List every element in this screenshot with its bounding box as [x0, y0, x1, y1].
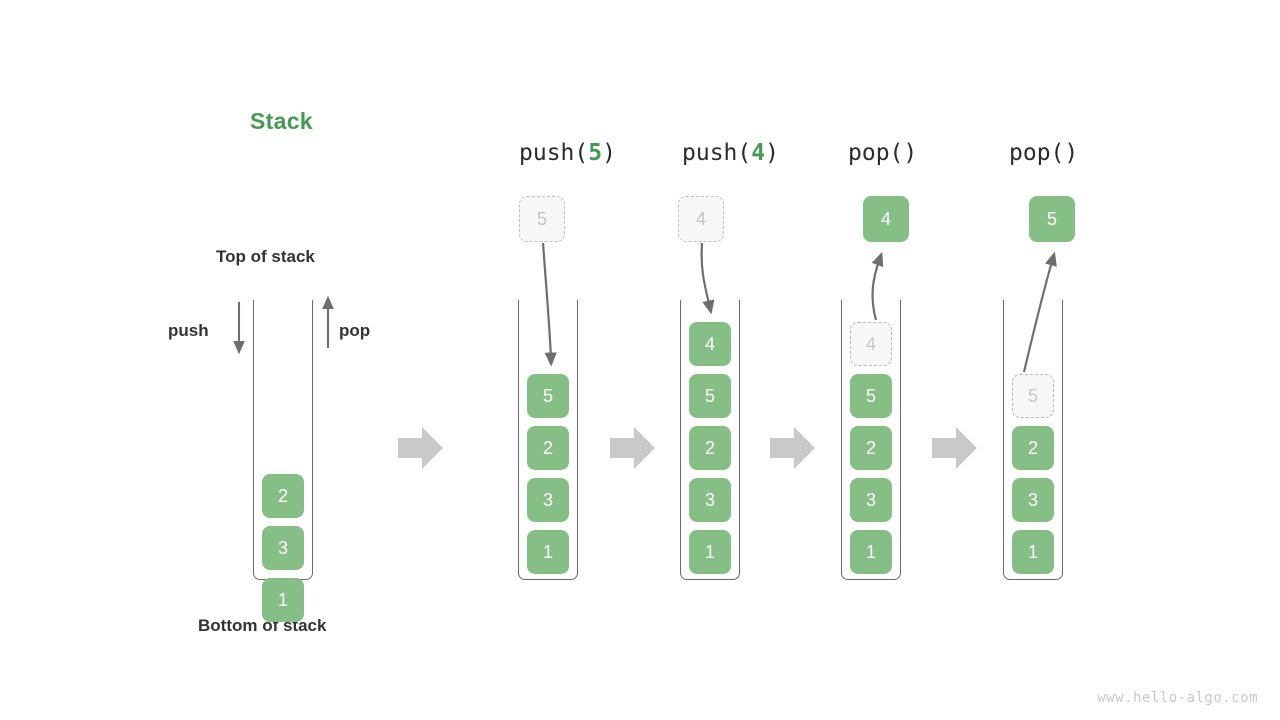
op-name: push( — [682, 140, 752, 166]
op-title-pop-2: pop() — [1009, 140, 1078, 166]
watermark: www.hello-algo.com — [1097, 690, 1258, 706]
op-title-pop-1: pop() — [848, 140, 917, 166]
transition-arrow — [932, 427, 977, 469]
stack-cell: 2 — [262, 474, 304, 518]
op-title-push-4: push(4) — [682, 140, 779, 166]
stack-cell: 1 — [689, 530, 731, 574]
op-title-push-5: push(5) — [519, 140, 616, 166]
floating-value-box: 5 — [1029, 196, 1075, 242]
transition-arrow — [398, 427, 443, 469]
stack-cell: 1 — [1012, 530, 1054, 574]
bottom-of-stack-label: Bottom of stack — [198, 616, 327, 635]
stack-cell: 3 — [850, 478, 892, 522]
push-4-motion-arrow — [700, 242, 715, 315]
stack-cell: 5 — [689, 374, 731, 418]
stack-cell: 5 — [527, 374, 569, 418]
floating-value-box: 4 — [678, 196, 724, 242]
transition-arrow — [770, 427, 815, 469]
stack-cell: 1 — [850, 530, 892, 574]
stack-container — [680, 300, 740, 580]
stack-cell: 2 — [689, 426, 731, 470]
op-arg: 5 — [588, 140, 603, 166]
stack-cell-ghost: 5 — [1012, 374, 1054, 418]
push-label: push — [168, 321, 209, 340]
op-tail: ) — [602, 140, 616, 166]
stack-cell: 2 — [1012, 426, 1054, 470]
stack-cell: 3 — [262, 526, 304, 570]
pop-label: pop — [339, 321, 371, 340]
floating-value-box: 4 — [863, 196, 909, 242]
stack-cell: 3 — [1012, 478, 1054, 522]
stack-cell: 3 — [527, 478, 569, 522]
op-tail: ) — [765, 140, 779, 166]
top-of-stack-label: Top of stack — [216, 247, 315, 266]
stack-cell: 1 — [262, 578, 304, 622]
stack-cell-ghost: 4 — [850, 322, 892, 366]
page-title: Stack — [250, 108, 313, 134]
stack-cell: 4 — [689, 322, 731, 366]
stack-cell: 3 — [689, 478, 731, 522]
op-name: pop() — [848, 140, 918, 166]
stack-container — [518, 300, 578, 580]
stack-cell: 5 — [850, 374, 892, 418]
op-arg: 4 — [751, 140, 766, 166]
floating-value-box: 5 — [519, 196, 565, 242]
stack-container — [841, 300, 901, 580]
op-name: push( — [519, 140, 589, 166]
transition-arrow — [610, 427, 655, 469]
stack-cell: 1 — [527, 530, 569, 574]
stack-cell: 2 — [527, 426, 569, 470]
stack-container — [1003, 300, 1063, 580]
stack-cell: 2 — [850, 426, 892, 470]
op-name: pop() — [1009, 140, 1079, 166]
